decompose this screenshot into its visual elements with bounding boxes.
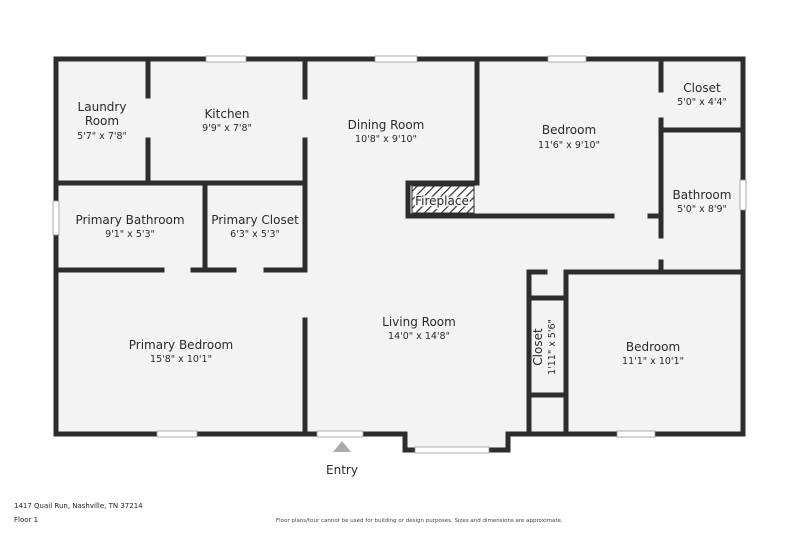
address-text: 1417 Quail Run, Nashville, TN 37214 bbox=[14, 502, 143, 510]
floor-label: Floor 1 bbox=[14, 516, 39, 524]
bedroom-lower-label: Bedroom bbox=[626, 340, 680, 354]
closet-upper-label: Closet bbox=[683, 81, 721, 95]
bedroom-lower-dims: 11'1" x 10'1" bbox=[622, 356, 684, 367]
living-room-label: Living Room bbox=[382, 315, 456, 329]
fireplace-hatch bbox=[412, 186, 474, 213]
disclaimer-text: Floor plans/tour cannot be used for buil… bbox=[276, 518, 563, 524]
kitchen-label: Kitchen bbox=[204, 107, 249, 121]
floor-area bbox=[56, 59, 743, 450]
bedroom-upper-dims: 11'6" x 9'10" bbox=[538, 140, 600, 151]
primary-closet-label: Primary Closet bbox=[211, 213, 299, 227]
closet-vertical-dims: 1'11" x 5'6" bbox=[547, 319, 558, 375]
primary-bedroom-dims: 15'8" x 10'1" bbox=[150, 354, 212, 365]
primary-bathroom-dims: 9'1" x 5'3" bbox=[105, 229, 155, 240]
fireplace-label: Fireplace bbox=[415, 194, 469, 208]
closet-upper-dims: 5'0" x 4'4" bbox=[677, 97, 727, 108]
entry-arrow-icon bbox=[333, 441, 351, 452]
entry-label: Entry bbox=[326, 463, 358, 477]
primary-closet-dims: 6'3" x 5'3" bbox=[230, 229, 280, 240]
living-room-dims: 14'0" x 14'8" bbox=[388, 331, 450, 342]
laundry-room-label-1: Laundry bbox=[78, 100, 127, 114]
primary-bathroom-label: Primary Bathroom bbox=[75, 213, 184, 227]
windows bbox=[52, 55, 747, 454]
closet-vertical-label: Closet bbox=[531, 328, 545, 366]
kitchen-dims: 9'9" x 7'8" bbox=[202, 123, 252, 134]
laundry-room-label-2: Room bbox=[85, 114, 119, 128]
dining-room-label: Dining Room bbox=[348, 118, 425, 132]
bathroom-label: Bathroom bbox=[673, 188, 732, 202]
entry-door-opening bbox=[316, 430, 364, 438]
laundry-room-dims: 5'7" x 7'8" bbox=[77, 131, 127, 142]
dining-room-dims: 10'8" x 9'10" bbox=[355, 134, 417, 145]
primary-bedroom-label: Primary Bedroom bbox=[129, 338, 233, 352]
bedroom-upper-label: Bedroom bbox=[542, 123, 596, 137]
bathroom-dims: 5'0" x 8'9" bbox=[677, 204, 727, 215]
